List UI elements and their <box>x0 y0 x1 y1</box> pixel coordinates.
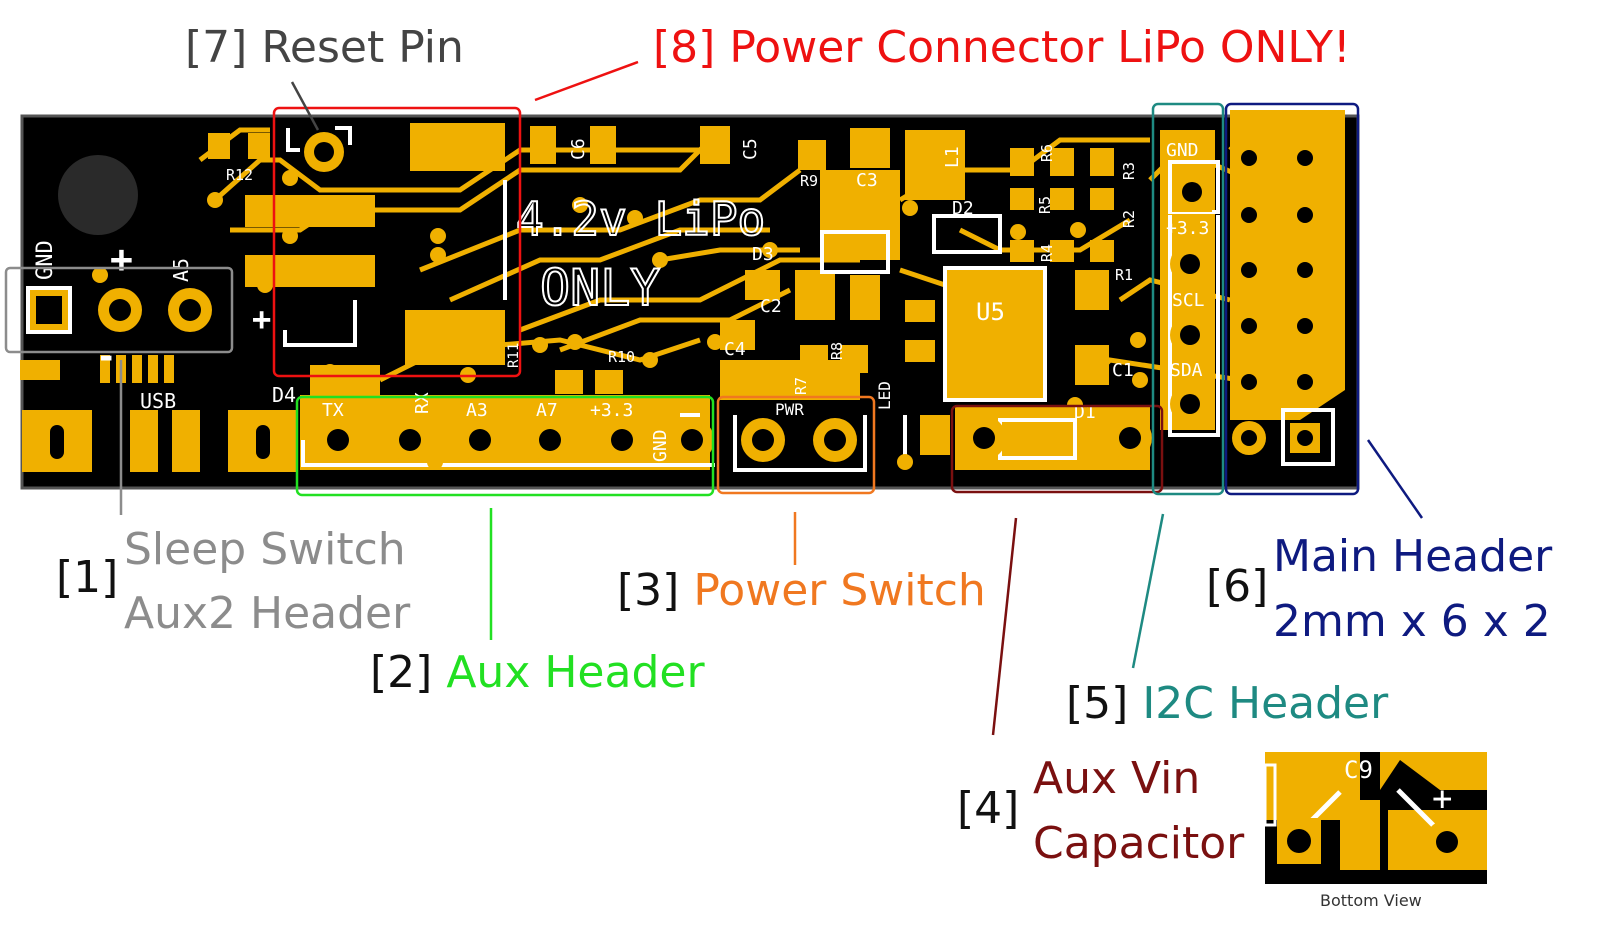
inset-c9: C9 <box>1344 756 1373 784</box>
callout-1-number: [1] <box>56 552 119 603</box>
callout-4-line1: Aux Vin <box>1033 753 1201 804</box>
silkscreen-text: GND + A5 + - USB R12 C6 C5 4.2v LiPo ONL… <box>33 138 1209 462</box>
silk-c5: C5 <box>740 138 761 160</box>
silk-r4: R4 <box>1038 244 1056 262</box>
silk-minus: - <box>96 337 116 377</box>
vias <box>92 152 1148 470</box>
box-3-power-switch <box>716 395 876 495</box>
callout-2-text: Aux Header <box>446 647 705 698</box>
callout-7-number: [7] <box>185 22 248 73</box>
silk-r3: R3 <box>1120 162 1138 180</box>
callout-2-number: [2] <box>370 647 433 698</box>
callout-3-text: Power Switch <box>693 565 986 616</box>
silk-i2c-33: +3.3 <box>1166 218 1209 239</box>
callout-8-power-connector: [8] Power Connector LiPo ONLY! <box>653 26 1351 70</box>
callout-8-number: [8] <box>653 22 716 73</box>
silk-lipo-line1: 4.2v LiPo <box>516 192 765 246</box>
silk-usb: USB <box>140 389 176 413</box>
silk-d3: D3 <box>752 244 774 265</box>
silk-r10: R10 <box>608 348 635 366</box>
callout-4-line2: Capacitor <box>1033 818 1245 869</box>
silk-r11: R11 <box>506 343 522 368</box>
inset-caption: Bottom View <box>1320 891 1422 910</box>
silk-v33: +3.3 <box>590 400 633 421</box>
silk-l1: L1 <box>942 146 963 168</box>
silk-gnd-left: GND <box>33 240 58 280</box>
callout-7-reset-pin: [7] Reset Pin <box>185 26 464 70</box>
silk-a3: A3 <box>466 400 488 421</box>
silkscreen-outlines <box>283 126 1335 472</box>
silk-plus-top: + <box>110 237 133 281</box>
box-6-main-header <box>1224 102 1360 496</box>
callout-7-text: Reset Pin <box>261 22 464 73</box>
callout-6-number: [6] <box>1206 561 1269 612</box>
silk-rx: RX <box>412 392 433 414</box>
callout-6-line1: Main Header <box>1273 531 1553 582</box>
callout-1-line1: Sleep Switch <box>124 524 406 575</box>
silk-r9: R9 <box>800 172 818 190</box>
silk-r6: R6 <box>1038 144 1056 162</box>
box-2-aux-header <box>295 395 715 497</box>
box-7-8-power-connector <box>272 106 522 378</box>
leader-lines <box>119 60 1424 736</box>
silk-i2c-gnd: GND <box>1166 140 1199 161</box>
silk-led: LED <box>875 381 894 410</box>
silk-c1: C1 <box>1112 360 1134 381</box>
silk-scl: SCL <box>1172 290 1205 311</box>
silk-d4: D4 <box>272 383 296 407</box>
callout-5-number: [5] <box>1066 678 1129 729</box>
callout-8-text: Power Connector LiPo ONLY! <box>729 22 1351 73</box>
callout-3-power-switch: [3] Power Switch <box>617 569 986 613</box>
silk-lipo-line2: ONLY <box>540 259 660 317</box>
inset-plus: + <box>1432 779 1452 819</box>
silk-r2: R2 <box>1120 210 1138 228</box>
bottom-view-inset: C9 + <box>1263 752 1487 884</box>
silk-r12: R12 <box>226 166 253 184</box>
silk-a7: A7 <box>536 400 558 421</box>
callout-5-text: I2C Header <box>1142 678 1389 729</box>
mounting-hole <box>58 155 138 235</box>
callout-5-i2c-header: [5] I2C Header <box>1066 682 1388 726</box>
silk-r7: R7 <box>792 377 810 395</box>
silk-sda: SDA <box>1170 360 1203 381</box>
silk-plus-mid: + <box>252 300 271 338</box>
callout-1-line2: Aux2 Header <box>124 588 411 639</box>
callout-6-line2: 2mm x 6 x 2 <box>1273 596 1551 647</box>
box-1-sleep-switch <box>4 266 234 354</box>
silk-c2: C2 <box>760 296 782 317</box>
callout-2-aux-header: [2] Aux Header <box>370 651 705 695</box>
silk-u5: U5 <box>976 298 1005 326</box>
box-4-aux-vin <box>950 404 1164 494</box>
silk-gnd-aux: GND <box>650 429 671 462</box>
silk-c6: C6 <box>568 138 589 160</box>
callout-boxes <box>4 102 1360 497</box>
box-5-i2c-header <box>1151 102 1225 496</box>
silk-r1: R1 <box>1115 266 1133 284</box>
silk-tx: TX <box>322 400 344 421</box>
silk-pwr: PWR <box>775 400 804 419</box>
silk-r8: R8 <box>828 342 846 360</box>
silk-c3: C3 <box>856 170 878 191</box>
silk-a5: A5 <box>169 258 193 282</box>
callout-4-number: [4] <box>957 783 1020 834</box>
silk-d2: D2 <box>952 198 974 219</box>
silk-r5: R5 <box>1036 196 1054 214</box>
callout-3-number: [3] <box>617 565 680 616</box>
silk-c4: C4 <box>724 339 746 360</box>
through-hole-pads <box>26 132 1322 462</box>
